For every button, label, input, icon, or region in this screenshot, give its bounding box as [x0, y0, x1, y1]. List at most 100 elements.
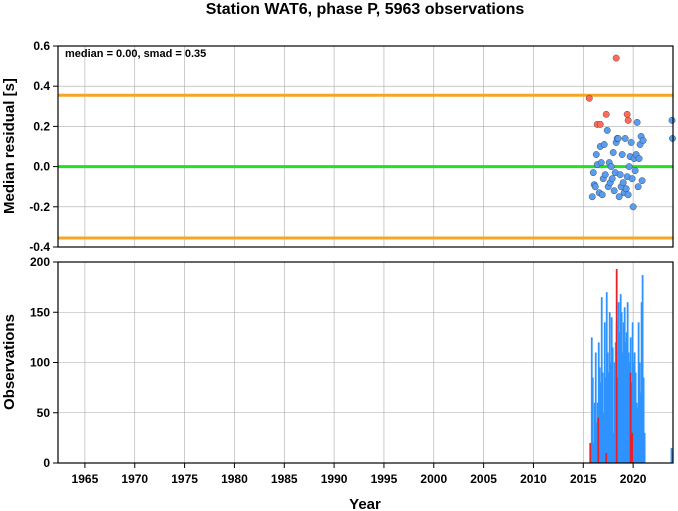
- obs-bar-s0-34: [624, 342, 627, 463]
- obs-bar-s0-43: [633, 352, 636, 463]
- residual-point-s0-0: [585, 94, 593, 102]
- obs-bar-s1-2: [605, 452, 608, 463]
- residual-point-s0-3: [602, 110, 610, 118]
- obs-bar-s0-4: [594, 352, 597, 463]
- residual-point-s1-18: [608, 175, 616, 183]
- residual-point-s1-32: [622, 185, 630, 193]
- obs-bar-s0-50: [640, 302, 643, 463]
- residual-point-s1-31: [621, 135, 629, 142]
- residual-point-s0-6: [624, 116, 632, 124]
- residual-point-s1-43: [633, 118, 641, 126]
- obs-bar-s0-11: [601, 372, 604, 463]
- obs-bar-s0-5: [595, 422, 598, 463]
- residual-point-s1-4: [592, 151, 600, 158]
- obs-bar-s1-4: [629, 372, 632, 463]
- obs-bar-s0-47: [637, 322, 640, 463]
- residual-point-s1-41: [631, 167, 639, 175]
- chart-title: Station WAT6, phase P, 5963 observations: [206, 1, 525, 18]
- obs-bar-s0-1: [591, 377, 594, 463]
- residual-point-s0-4: [612, 54, 620, 62]
- obs-xtick-label-1980: 1980: [221, 472, 248, 486]
- obs-bar-s1-1: [597, 417, 600, 463]
- obs-xtick-label-1975: 1975: [171, 472, 198, 486]
- obs-bar-s0-7: [597, 342, 600, 463]
- residual-point-s0-2: [596, 120, 604, 128]
- obs-bar-s0-23: [613, 362, 616, 463]
- obs-xtick-label-2015: 2015: [570, 472, 597, 486]
- obs-bar-s0-31: [621, 352, 624, 463]
- obs-frame: [57, 261, 674, 464]
- residual-point-s1-39: [629, 203, 637, 211]
- residual-point-s1-49: [639, 137, 647, 144]
- residual-point-s1-24: [614, 135, 622, 142]
- obs-bar-s0-37: [627, 352, 630, 463]
- obs-bar-s0-30: [620, 312, 623, 463]
- obs-bar-s1-5: [631, 432, 634, 463]
- residual-point-s1-28: [618, 151, 626, 158]
- obs-bar-s0-20: [610, 317, 613, 463]
- residual-point-s1-26: [616, 171, 624, 179]
- residual-point-s1-29: [619, 179, 627, 187]
- residual-frame: [57, 45, 674, 248]
- residual-point-s0-5: [623, 110, 631, 118]
- obs-bar-s1-0: [589, 442, 592, 463]
- obs-bar-s0-22: [612, 432, 615, 463]
- obs-bar-s0-2: [592, 442, 595, 463]
- residual-ytick-label-4: -0.2: [29, 200, 50, 214]
- obs-bar-s0-36: [626, 302, 629, 463]
- obs-bar-s0-46: [636, 407, 639, 463]
- residual-y-axis-label: Median residual [s]: [1, 78, 18, 214]
- obs-xtick-label-1970: 1970: [121, 472, 148, 486]
- residual-ytick-label-5: -0.4: [29, 240, 50, 254]
- obs-xtick-label-2010: 2010: [520, 472, 547, 486]
- residual-point-s1-19: [609, 149, 617, 156]
- obs-ytick-label-3: 50: [37, 406, 51, 420]
- obs-bar-s0-16: [606, 352, 609, 463]
- residual-point-s1-25: [615, 193, 623, 201]
- obs-bar-s0-17: [607, 372, 610, 463]
- residual-point-s1-13: [603, 127, 611, 134]
- obs-bar-s0-33: [623, 307, 626, 463]
- residual-point-s1-38: [628, 175, 636, 183]
- residual-point-s1-3: [591, 183, 599, 191]
- obs-bar-s0-41: [631, 322, 634, 463]
- residual-ytick-label-2: 0.2: [33, 119, 50, 133]
- obs-bar-s0-42: [632, 362, 635, 463]
- obs-bar-s0-26: [616, 377, 619, 463]
- median-smad-annotation: median = 0.00, smad = 0.35: [65, 48, 206, 60]
- obs-bar-s0-27: [617, 302, 620, 463]
- obs-bar-s1-3: [615, 269, 618, 463]
- obs-bar-s0-51: [641, 275, 644, 463]
- obs-bar-s0-44: [634, 372, 637, 463]
- residual-point-s1-9: [598, 191, 606, 199]
- obs-bar-s0-32: [622, 322, 625, 463]
- obs-bar-s0-12: [602, 412, 605, 463]
- obs-ytick-label-2: 100: [30, 356, 50, 370]
- residual-ytick-label-0: 0.6: [33, 39, 50, 53]
- residual-point-s1-1: [589, 169, 597, 177]
- obs-xtick-label-1990: 1990: [321, 472, 348, 486]
- obs-bar-s0-10: [600, 297, 603, 463]
- residual-point-s1-0: [588, 193, 596, 201]
- obs-bar-s0-38: [628, 362, 631, 463]
- obs-bar-s0-49: [639, 392, 642, 463]
- residual-point-s1-17: [607, 163, 615, 171]
- obs-ytick-label-4: 0: [43, 456, 50, 470]
- residual-ytick-label-1: 0.4: [33, 79, 50, 93]
- obs-ytick-label-1: 150: [30, 305, 50, 319]
- residual-point-s1-44: [634, 183, 642, 191]
- obs-bar-s0-45: [635, 402, 638, 463]
- obs-bar-s0-53: [643, 432, 646, 463]
- obs-xtick-label-1995: 1995: [371, 472, 398, 486]
- residual-point-s1-35: [625, 163, 633, 171]
- obs-bar-s0-54: [670, 447, 673, 463]
- obs-xtick-label-2005: 2005: [470, 472, 497, 486]
- obs-bar-s0-29: [619, 294, 622, 463]
- obs-bar-s0-14: [604, 377, 607, 463]
- obs-bar-s0-19: [609, 362, 612, 463]
- obs-bar-s0-13: [603, 322, 606, 463]
- obs-xtick-label-2000: 2000: [420, 472, 447, 486]
- residual-point-s1-45: [635, 155, 643, 162]
- residual-ytick-label-3: 0.0: [33, 160, 50, 174]
